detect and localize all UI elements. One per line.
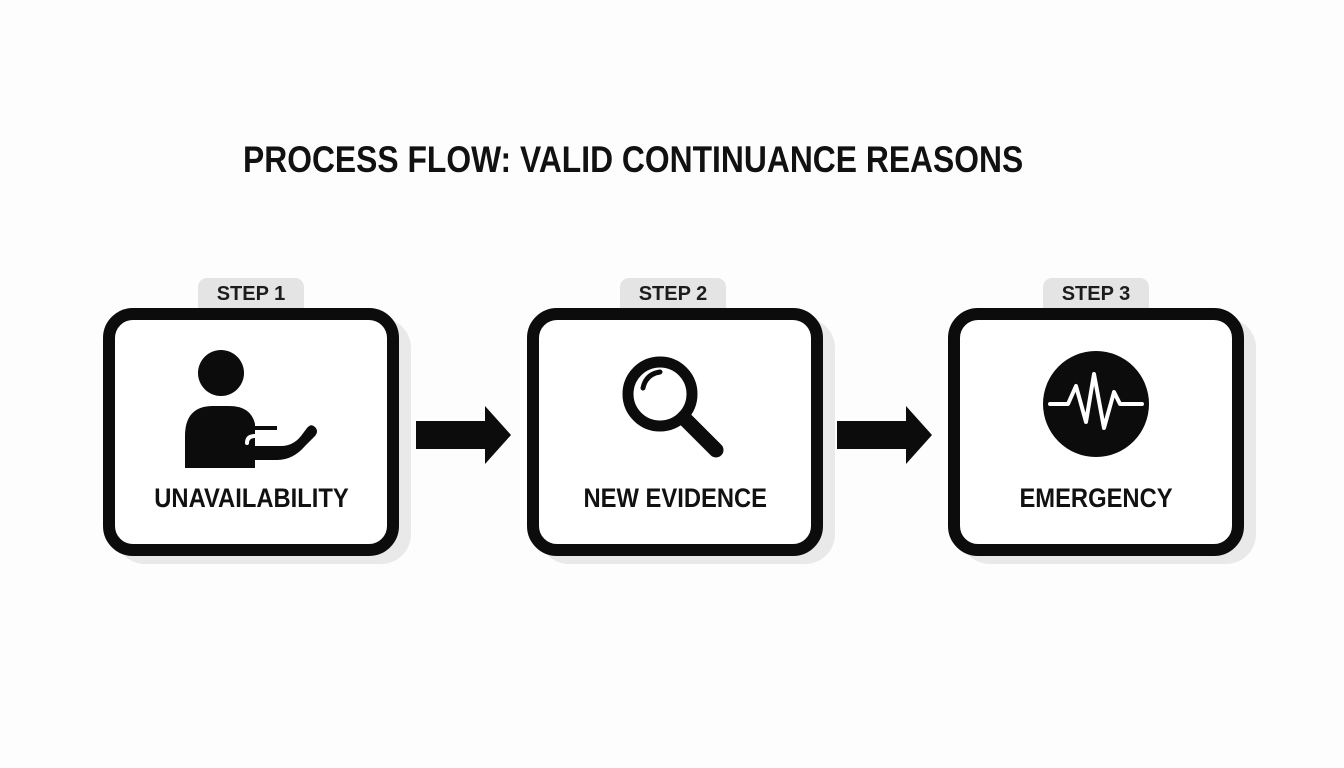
arrow-right-icon bbox=[416, 406, 511, 464]
arrow-right-icon bbox=[837, 406, 932, 464]
step-2-tab: STEP 2 bbox=[620, 278, 726, 310]
step-3: STEP 3 EMERGENCY bbox=[948, 278, 1256, 568]
step-3-tab: STEP 3 bbox=[1043, 278, 1149, 310]
step-1: STEP 1 UNAVAILABILITY bbox=[103, 278, 411, 568]
heartbeat-pulse-icon bbox=[1043, 351, 1149, 457]
step-2: STEP 2 NEW EVIDENCE bbox=[527, 278, 835, 568]
diagram-title: PROCESS FLOW: VALID CONTINUANCE REASONS bbox=[243, 139, 1024, 180]
person-hand-icon bbox=[185, 350, 317, 468]
step-3-box: EMERGENCY bbox=[948, 308, 1244, 556]
magnifying-glass-icon bbox=[622, 356, 724, 458]
step-2-box: NEW EVIDENCE bbox=[527, 308, 823, 556]
step-1-tab: STEP 1 bbox=[198, 278, 304, 310]
step-1-label: UNAVAILABILITY bbox=[153, 483, 349, 513]
step-2-label: NEW EVIDENCE bbox=[583, 483, 767, 513]
step-3-label: EMERGENCY bbox=[1019, 483, 1173, 513]
step-1-box: UNAVAILABILITY bbox=[103, 308, 399, 556]
